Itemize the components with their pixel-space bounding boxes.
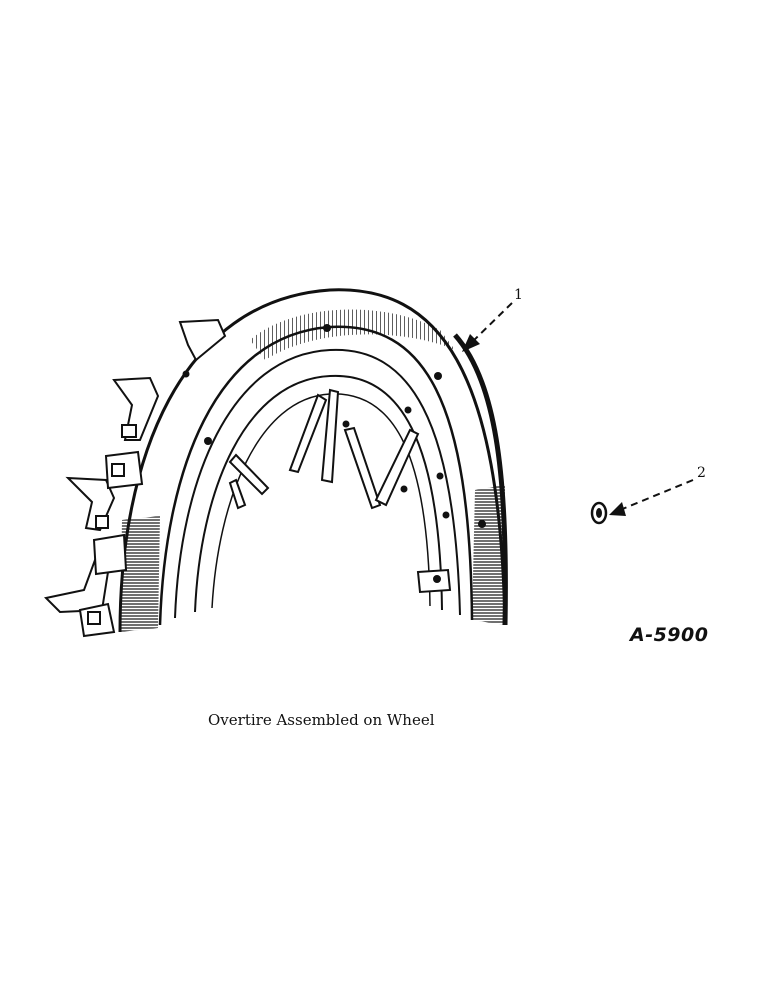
callout-number-2: 2	[697, 465, 706, 481]
lower-bracket	[416, 568, 452, 594]
figure-caption: Overtire Assembled on Wheel	[208, 711, 435, 729]
overtire-band	[118, 288, 508, 633]
leader-line-1	[462, 302, 513, 352]
wheel-spokes	[228, 388, 420, 510]
figure-id: A-5900	[630, 624, 709, 646]
wheel-lugs	[43, 318, 227, 638]
nut-part	[590, 501, 608, 525]
leader-line-2	[609, 479, 694, 516]
callout-number-1: 1	[514, 287, 523, 303]
